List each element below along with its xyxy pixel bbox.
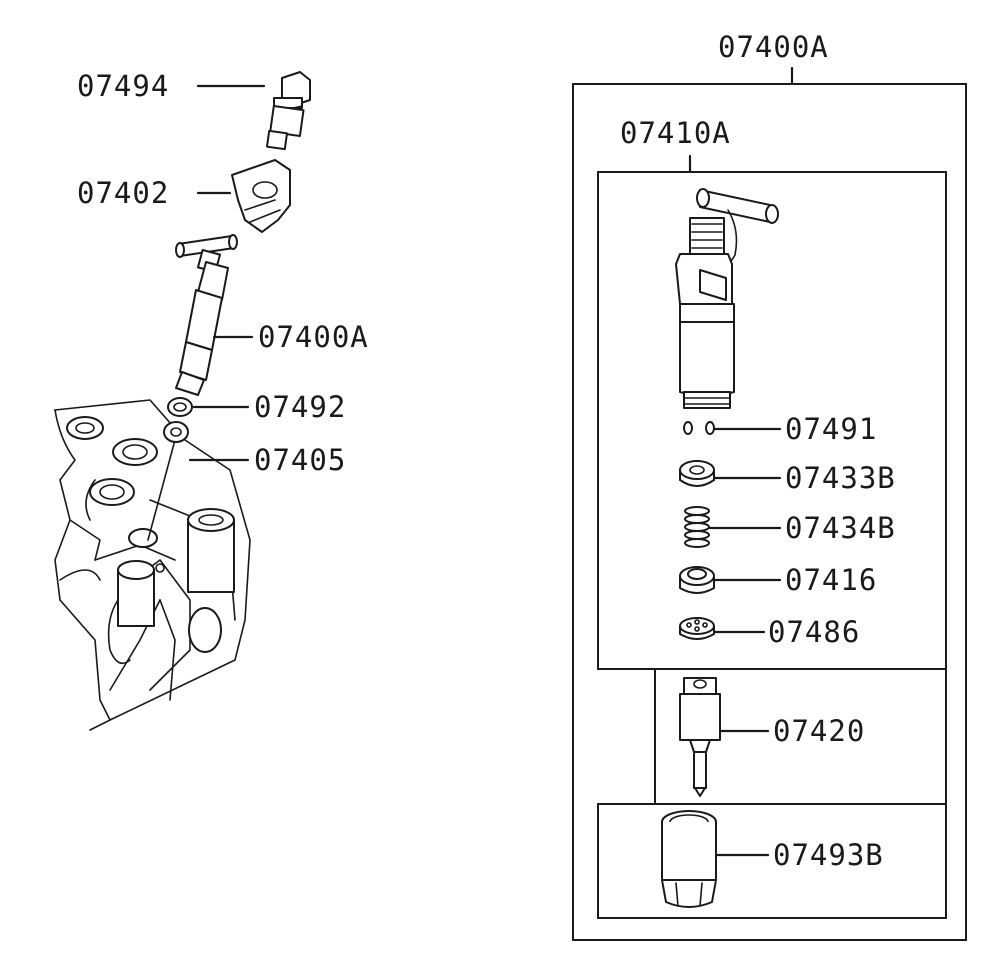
spacer-drawing: [679, 460, 715, 487]
nozzle-drawing: [679, 677, 721, 797]
label-07493B: 07493B: [773, 838, 884, 872]
label-07400A-left: 07400A: [258, 320, 369, 354]
label-07492: 07492: [254, 390, 346, 424]
nozzle-nut-drawing: [661, 810, 717, 908]
subgroup-title: 07410A: [620, 116, 731, 150]
label-07491: 07491: [785, 412, 877, 446]
label-07433B: 07433B: [785, 461, 896, 495]
plug-bolt-drawing: [265, 71, 311, 151]
spring-drawing: [684, 506, 710, 548]
injector-body-drawing: [675, 188, 779, 409]
label-07434B: 07434B: [785, 511, 896, 545]
subgroup-box: [597, 171, 947, 670]
label-07494: 07494: [77, 69, 169, 103]
label-07405: 07405: [254, 443, 346, 477]
label-07486: 07486: [768, 615, 860, 649]
kit-outer-box: [572, 83, 967, 941]
kit-title: 07400A: [718, 30, 829, 64]
cylinder-head-drawing: [54, 399, 251, 731]
nut-box: [597, 803, 947, 919]
label-07420: 07420: [773, 714, 865, 748]
label-07416: 07416: [785, 563, 877, 597]
explode-axis-line: [147, 439, 176, 541]
gasket-drawing: [167, 397, 193, 417]
leader-lines-subgroup: [708, 427, 782, 634]
injector-drawing-left: [175, 234, 238, 396]
clamp-drawing: [231, 159, 291, 233]
washer-drawing: [163, 421, 189, 443]
leader-lines-left: [188, 84, 266, 462]
label-07402: 07402: [77, 176, 169, 210]
seat-drawing: [679, 566, 715, 594]
plate-drawing: [679, 617, 715, 640]
pin-drawing: [683, 421, 715, 435]
